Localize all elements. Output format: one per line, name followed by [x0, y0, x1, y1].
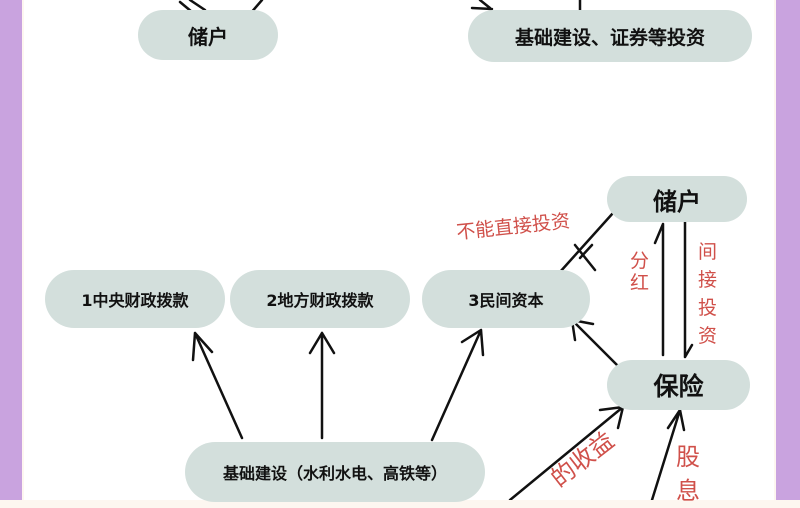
node-infrastructure: 基础建设（水利水电、高铁等）: [185, 442, 485, 502]
node-insurance: 保险: [607, 360, 750, 410]
label-dividend: 分红: [630, 250, 650, 294]
node-central-funds: 1中央财政拨款: [45, 270, 225, 328]
node-savers: 储户: [607, 176, 747, 222]
arrow-returns: [508, 405, 625, 500]
arrow-central: [191, 331, 244, 440]
arrow-interest: [650, 408, 686, 500]
right-border: [776, 0, 800, 500]
arrow-private: [430, 328, 485, 442]
node-local-funds: 2地方财政拨款: [230, 270, 410, 328]
arrow-insurance-private: [570, 318, 620, 368]
crossed-arrow: [558, 211, 615, 274]
node-private-capital: 3民间资本: [422, 270, 590, 328]
node-top-savers: 储户: [138, 10, 278, 60]
arrow-local: [308, 331, 336, 440]
arrow-dividend: [653, 222, 665, 357]
node-top-investment: 基础建设、证券等投资: [468, 10, 752, 62]
arrow-indirect: [683, 220, 694, 359]
left-border: [0, 0, 22, 500]
label-interest: 股息: [676, 443, 700, 505]
paper: [24, 0, 774, 500]
arrow-top-investment: [470, 0, 494, 11]
label-indirect-investment: 间接投资: [698, 241, 718, 347]
